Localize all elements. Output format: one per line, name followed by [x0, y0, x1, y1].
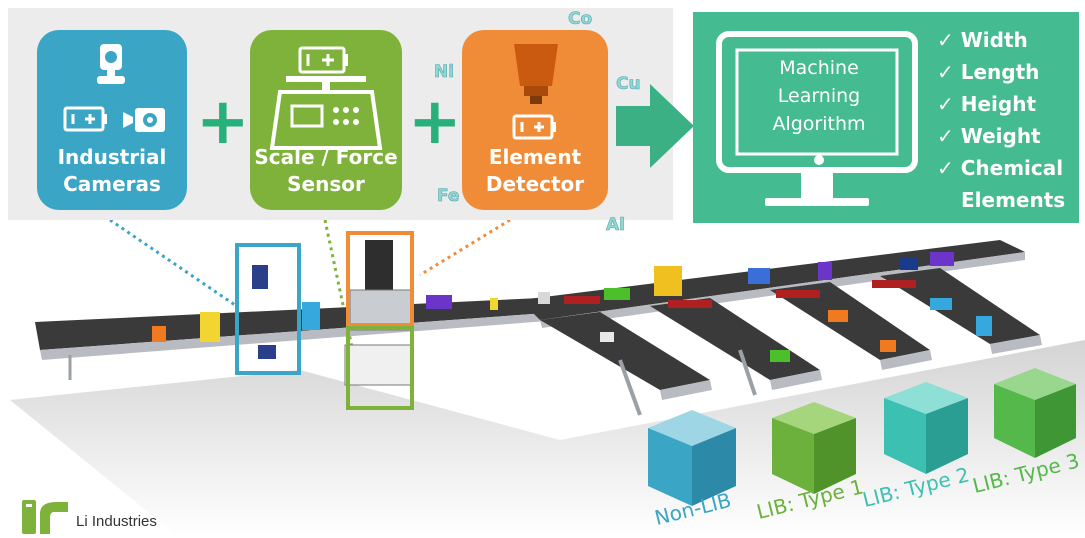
battery-item [828, 310, 848, 322]
check-icon: ✓ [937, 60, 961, 84]
check-icon: ✓ [937, 92, 961, 116]
plus-icon: + [408, 85, 462, 159]
scale-unit [344, 344, 414, 386]
battery-item [900, 258, 918, 270]
detector-zone-frame [346, 231, 414, 327]
diverter-arm [872, 280, 916, 288]
diverter-arm [776, 290, 820, 298]
check-item: Elements [961, 188, 1066, 212]
plus-icon: + [196, 85, 250, 159]
battery-item [930, 298, 952, 310]
detector-icon [512, 44, 558, 140]
battery-item [302, 302, 320, 330]
check-icon: ✓ [937, 124, 961, 148]
branch-rail [880, 350, 932, 370]
camera-connector [109, 220, 236, 307]
scale-zone-frame [346, 326, 414, 410]
monitor-icon [716, 31, 918, 206]
box-icon [994, 368, 1076, 458]
battery-item [604, 288, 630, 300]
element-al: Al [606, 215, 626, 236]
camera-icon [63, 44, 165, 132]
ml-panel: Machine Learning Algorithm ✓ Width ✓ Len… [693, 12, 1079, 223]
camera-zone-frame [235, 243, 301, 375]
battery-item [152, 326, 166, 342]
ml-title-line2: Learning [777, 85, 861, 107]
check-item: ✓ Height [937, 92, 1037, 116]
check-icon: ✓ [937, 156, 961, 180]
arrow-right-icon [616, 84, 694, 168]
logo-text: Li Industries [76, 513, 157, 530]
element-co: Co [568, 9, 593, 30]
battery-item [976, 316, 992, 336]
box-icon [648, 410, 736, 506]
sensor-label-line2: Detector [485, 172, 585, 196]
battery-item [426, 295, 452, 309]
battery-item [490, 298, 498, 310]
sensor-label-line1: Scale / Force [254, 145, 398, 169]
battery-item [252, 265, 268, 289]
diverter-arm [564, 296, 600, 304]
sensor-label-line2: Cameras [63, 172, 161, 196]
scale-sensor-card: Scale / Force Sensor [250, 30, 402, 210]
ml-title-line1: Machine [779, 57, 859, 79]
sensor-label-line1: Element [488, 145, 582, 169]
element-cu: Cu [616, 74, 641, 95]
scale-icon [269, 46, 383, 150]
branch-rail [990, 335, 1042, 354]
check-item: ✓ Chemical [937, 156, 1064, 180]
conveyor-scene [10, 220, 1085, 538]
check-item: ✓ Width [937, 28, 1028, 52]
upper-belt [520, 240, 1025, 320]
battery-item [258, 345, 276, 359]
battery-item [600, 332, 614, 342]
battery-item [770, 350, 790, 362]
branch-belt [880, 268, 1040, 344]
li-industries-logo [22, 500, 68, 534]
element-detector-card: Element Detector [462, 30, 608, 210]
sensor-label-line2: Sensor [287, 172, 365, 196]
battery-item [654, 266, 682, 296]
battery-item [880, 340, 896, 352]
battery-item [200, 312, 220, 342]
diverter-arm [668, 300, 712, 308]
ml-title-line3: Algorithm [772, 113, 866, 135]
box-icon [884, 382, 968, 474]
detector-connector [419, 220, 511, 277]
check-icon: ✓ [937, 28, 961, 52]
branch-rail [770, 370, 822, 390]
check-item: ✓ Length [937, 60, 1040, 84]
branch-rail [660, 380, 712, 400]
industrial-cameras-card: Industrial Cameras [37, 30, 187, 210]
battery-item [538, 292, 550, 304]
battery-item [748, 268, 770, 284]
element-ni: Ni [434, 62, 455, 83]
battery-item [930, 252, 954, 266]
sensor-label-line1: Industrial [57, 145, 167, 169]
branch-belt [540, 312, 710, 390]
battery-item [818, 262, 832, 280]
feature-checklist: ✓ Width ✓ Length ✓ Height ✓ Weight ✓ Che… [937, 24, 1065, 216]
box-icon [772, 402, 856, 494]
element-fe: Fe [437, 186, 460, 207]
check-item: ✓ Weight [937, 124, 1041, 148]
